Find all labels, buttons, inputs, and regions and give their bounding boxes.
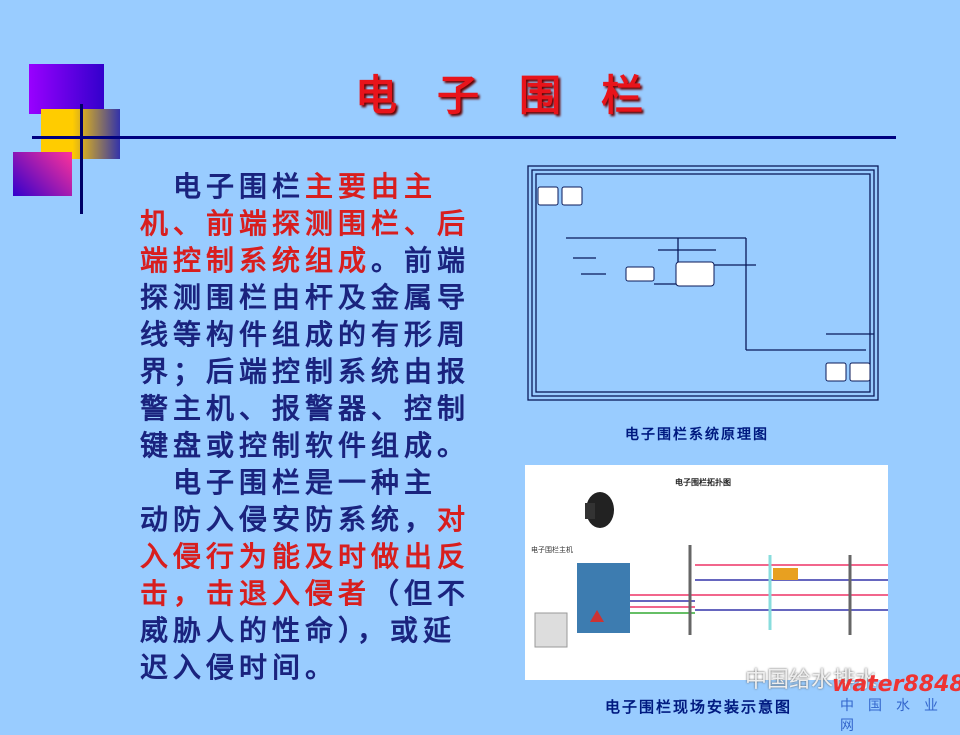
body-text-segment: 线等构件组成的有形周 xyxy=(140,318,471,351)
body-text-segment: 威胁人的性命），或延 xyxy=(140,614,457,647)
body-line: 键盘或控制软件组成。 xyxy=(140,427,470,464)
body-line: 端控制系统组成。前端 xyxy=(140,242,470,279)
body-line: 探测围栏由杆及金属导 xyxy=(140,279,470,316)
body-line: 动防入侵安防系统，对 xyxy=(140,501,470,538)
decor-square-pink xyxy=(13,152,72,196)
highlight-text: 入侵行为能及时做出反 xyxy=(140,540,471,573)
body-line: 警主机、报警器、控制 xyxy=(140,390,470,427)
highlight-text: 机、前端探测围栏、后 xyxy=(140,207,471,240)
body-text-segment: 迟入侵时间。 xyxy=(140,651,339,684)
title-underline xyxy=(32,136,896,139)
keyboard-icon xyxy=(534,612,568,648)
host-controller xyxy=(577,563,630,633)
body-line: 迟入侵时间。 xyxy=(140,649,470,686)
figure2-caption: 电子围栏现场安装示意图 xyxy=(605,698,793,716)
body-text-segment: 电子围栏 xyxy=(140,170,306,203)
body-text: 电子围栏主要由主机、前端探测围栏、后端控制系统组成。前端探测围栏由杆及金属导线等… xyxy=(140,168,470,686)
body-text-segment: 动防入侵安防系统， xyxy=(140,503,438,536)
highlight-text: 主要由主 xyxy=(305,170,438,203)
watermark-brand: water8848 xyxy=(832,672,960,697)
figure1-caption: 电子围栏系统原理图 xyxy=(625,427,769,443)
highlight-text: 击，击退入侵者 xyxy=(140,577,372,610)
installation-diagram: 电子围栏拓扑图 电子围栏主机 xyxy=(525,465,888,680)
body-text-segment: 界；后端控制系统由报 xyxy=(140,355,471,388)
body-line: 威胁人的性命），或延 xyxy=(140,612,470,649)
decor-vertical-line xyxy=(80,104,83,214)
figure2-title: 电子围栏拓扑图 xyxy=(675,478,731,487)
body-line: 击，击退入侵者（但不 xyxy=(140,575,470,612)
body-text-segment: 警主机、报警器、控制 xyxy=(140,392,471,425)
highlight-text: 对 xyxy=(437,503,471,536)
body-line: 机、前端探测围栏、后 xyxy=(140,205,470,242)
slide-title: 电子围栏 xyxy=(355,71,684,120)
watermark-text: 中国给水排水 xyxy=(745,668,878,693)
decor-square-purple xyxy=(29,64,104,114)
body-line: 入侵行为能及时做出反 xyxy=(140,538,470,575)
body-text-segment: 键盘或控制软件组成。 xyxy=(140,429,471,462)
body-line: 线等构件组成的有形周 xyxy=(140,316,470,353)
system-principle-diagram xyxy=(527,165,879,401)
watermark-brand-text: water8848 xyxy=(832,672,960,697)
body-line: 电子围栏主要由主 xyxy=(140,168,470,205)
body-text-segment: 。前端 xyxy=(371,244,471,277)
body-text-segment: （但不 xyxy=(371,577,471,610)
watermark-sub: 中国水业网 xyxy=(840,698,952,734)
highlight-text: 端控制系统组成 xyxy=(140,244,372,277)
body-line: 电子围栏是一种主 xyxy=(140,464,470,501)
body-text-segment: 电子围栏是一种主 xyxy=(140,466,438,499)
warning-icon xyxy=(590,610,604,622)
host-label: 电子围栏主机 xyxy=(531,546,573,554)
siren-icon xyxy=(585,492,614,528)
body-text-segment: 探测围栏由杆及金属导 xyxy=(140,281,471,314)
body-line: 界；后端控制系统由报 xyxy=(140,353,470,390)
